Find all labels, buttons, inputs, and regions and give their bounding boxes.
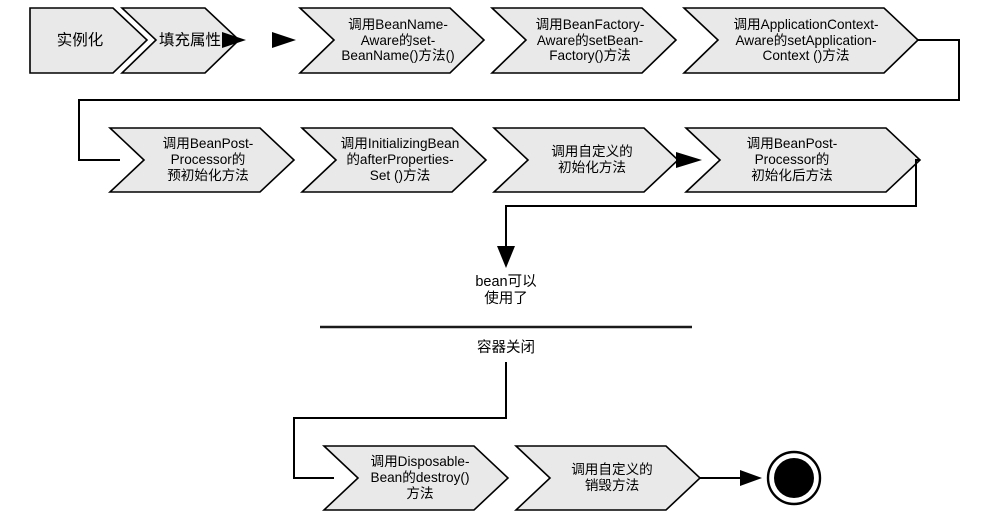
chevron-node-custom-destroy[interactable] — [513, 445, 702, 511]
label-bean-ready: bean可以 使用了 — [475, 274, 537, 308]
chevron-node-applicationcontextaware[interactable] — [681, 7, 920, 74]
final-state-inner-disc — [774, 458, 814, 498]
connector-shutdown-to-row3 — [293, 362, 507, 479]
connector-row2-to-ready — [505, 159, 920, 248]
chevron-node-populate-properties[interactable] — [119, 7, 241, 74]
connector-row1-to-row2 — [78, 39, 960, 161]
chevron-node-instantiate[interactable] — [29, 7, 149, 74]
label-container-shutdown: 容器关闭 — [477, 340, 535, 356]
chevron-node-beanpostprocessor-before[interactable] — [107, 127, 296, 193]
chevron-node-beannameaware[interactable] — [297, 7, 486, 74]
chevron-node-disposablebean[interactable] — [321, 445, 510, 511]
arrowhead-icon-row1-2 — [272, 32, 296, 48]
arrowhead-icon-row2-1 — [676, 152, 702, 168]
arrowhead-icon-row1-1 — [222, 32, 246, 48]
arrowhead-icon-to-final — [740, 470, 762, 486]
chevron-node-initializingbean[interactable] — [299, 127, 488, 193]
chevron-node-beanpostprocessor-after[interactable] — [683, 127, 922, 193]
chevron-node-beanfactoryaware[interactable] — [489, 7, 678, 74]
arrowhead-icon-to-ready — [497, 246, 515, 268]
chevron-node-custom-init[interactable] — [491, 127, 680, 193]
